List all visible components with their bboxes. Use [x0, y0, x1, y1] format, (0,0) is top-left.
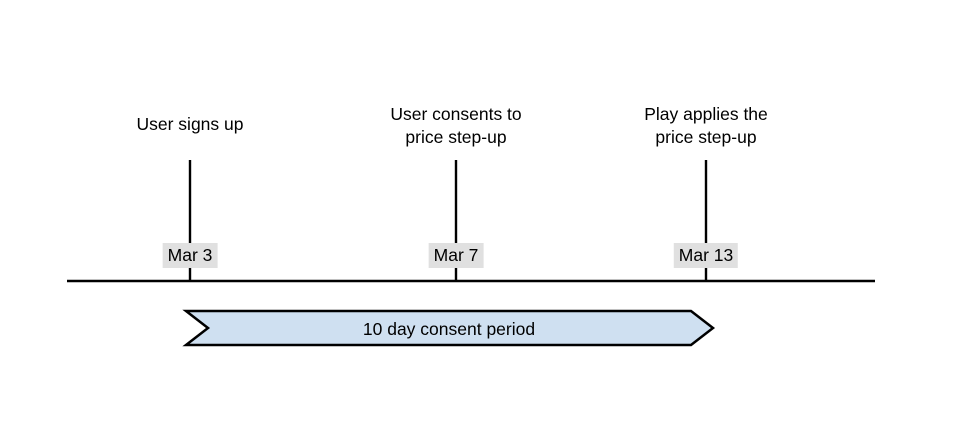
date-chip-consent: Mar 7	[428, 243, 484, 268]
date-chip-sign-up: Mar 3	[162, 243, 218, 268]
consent-period-band-shape	[182, 309, 716, 347]
date-chip-apply: Mar 13	[673, 243, 739, 268]
